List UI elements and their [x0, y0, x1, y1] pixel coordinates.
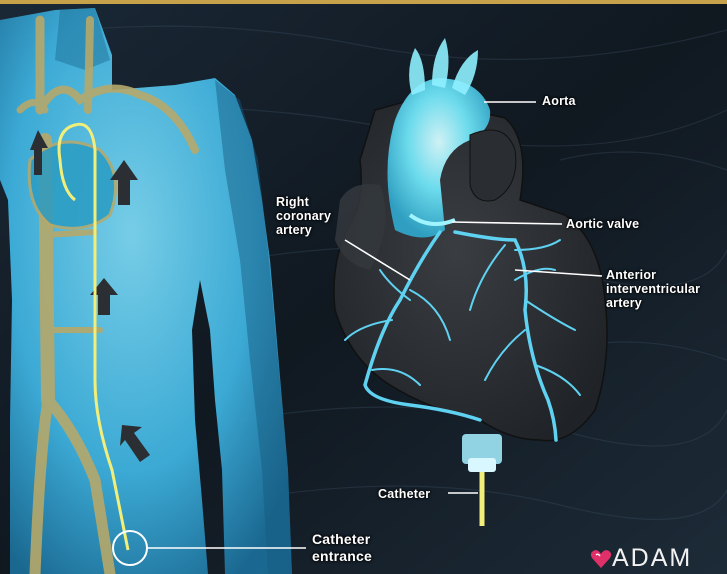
adam-logo: ADAM [590, 544, 692, 573]
label-catheter-entrance-line1: Catheter [312, 531, 372, 548]
label-right-coronary-line3: artery [276, 223, 331, 237]
label-catheter-entrance: Catheter entrance [312, 531, 372, 565]
top-border [0, 0, 727, 4]
label-right-coronary-artery: Right coronary artery [276, 195, 331, 237]
catheter-hub-cap [468, 458, 496, 472]
label-anterior-line1: Anterior [606, 268, 700, 282]
label-aortic-valve: Aortic valve [566, 217, 639, 231]
label-aorta: Aorta [542, 94, 576, 108]
label-anterior-line3: artery [606, 296, 700, 310]
label-right-coronary-line2: coronary [276, 209, 331, 223]
label-anterior-line2: interventricular [606, 282, 700, 296]
label-catheter-entrance-line2: entrance [312, 548, 372, 565]
label-right-coronary-line1: Right [276, 195, 331, 209]
label-anterior-interventricular-artery: Anterior interventricular artery [606, 268, 700, 310]
adam-logo-text: ADAM [612, 544, 692, 573]
heart-in-body [29, 142, 115, 228]
adam-logo-heart-icon [590, 549, 612, 569]
label-catheter: Catheter [378, 487, 430, 501]
